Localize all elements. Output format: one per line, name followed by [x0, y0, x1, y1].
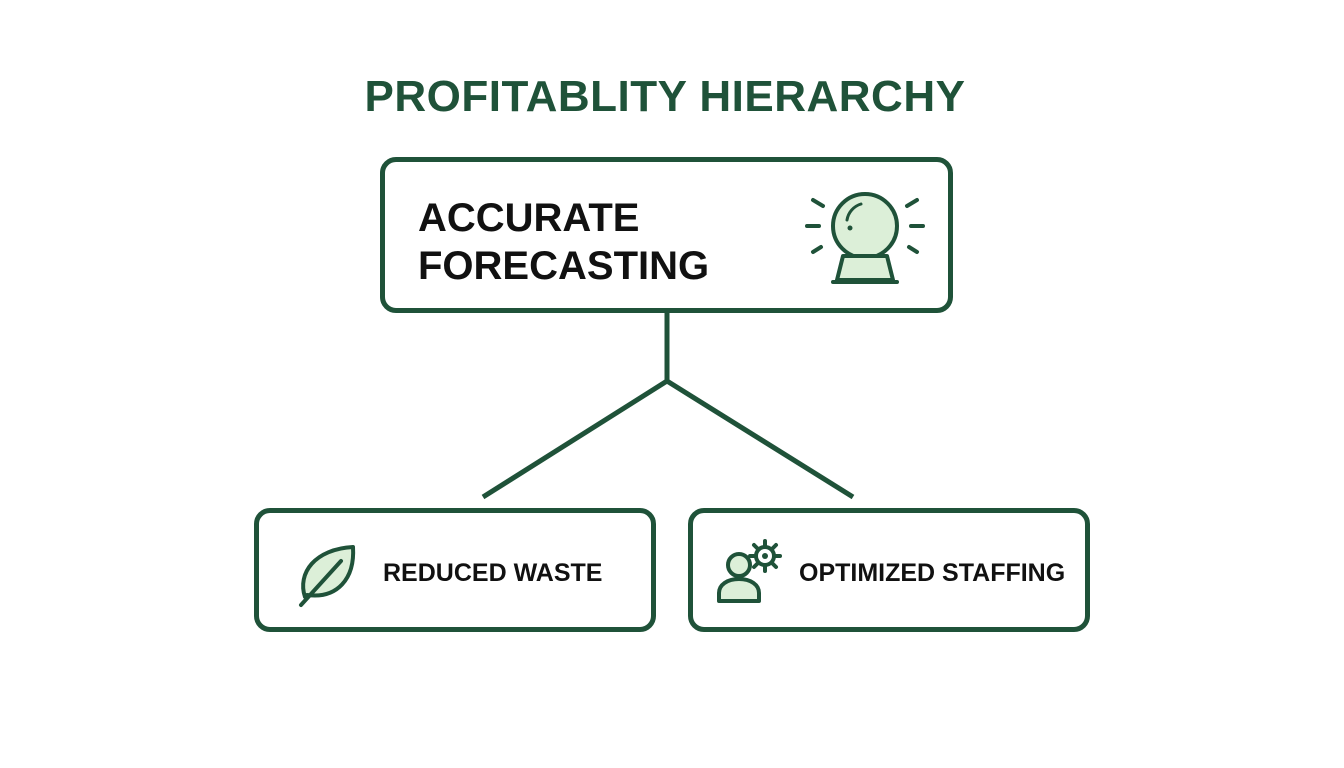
child-node-optimized-staffing: OPTIMIZED STAFFING [688, 508, 1090, 632]
leaf-icon [299, 545, 356, 607]
root-node-label-line1: ACCURATE [418, 196, 640, 240]
child-node-label: REDUCED WASTE [383, 559, 603, 587]
connector-branch-right [665, 378, 855, 500]
person-gear-icon [717, 539, 782, 603]
child-node-label: OPTIMIZED STAFFING [799, 559, 1066, 587]
child-node-reduced-waste: REDUCED WASTE [254, 508, 656, 632]
crystal-ball-icon [805, 192, 925, 284]
root-node-label: ACCURATE FORECASTING [418, 194, 709, 290]
root-node-label-line2: FORECASTING [418, 244, 710, 288]
diagram-title: PROFITABLITY HIERARCHY [364, 72, 966, 121]
root-node-accurate-forecasting: ACCURATE FORECASTING [380, 157, 953, 313]
connector-branch-left [481, 378, 669, 500]
